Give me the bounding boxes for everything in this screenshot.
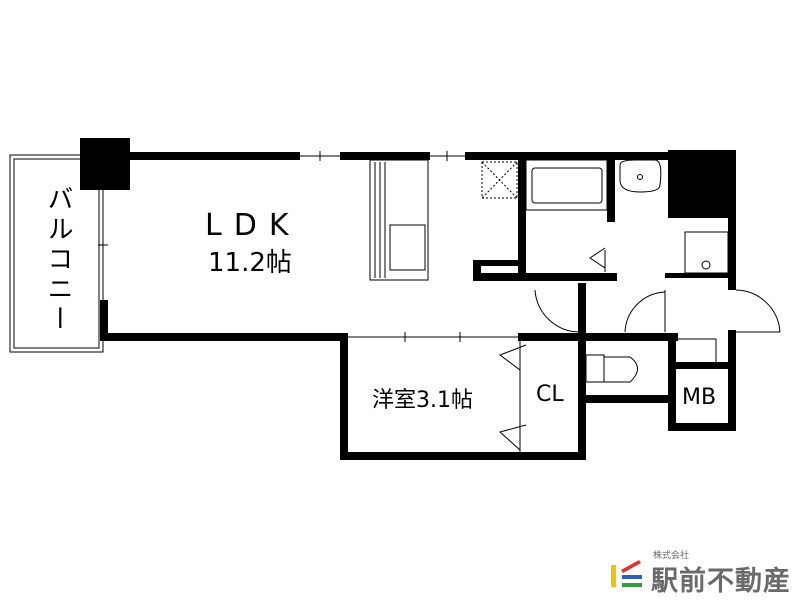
company-name: 駅前不動産 [651, 566, 791, 597]
wall-right-2 [728, 330, 736, 430]
wall-bath-bottom [473, 273, 617, 281]
company-type: 株式会社 [653, 551, 690, 561]
walls [80, 138, 736, 460]
meter-box-label: MB [682, 385, 717, 410]
door-swing [624, 291, 666, 333]
wall-cl-right [578, 283, 586, 460]
kitchen-sink [389, 224, 426, 271]
washbasin [619, 159, 662, 193]
wall-top-3 [465, 152, 670, 160]
column-top-right [668, 150, 736, 218]
closet-label: CL [536, 382, 564, 407]
entrance-door-swing [735, 289, 781, 333]
company-logo: 株式会社 駅前不動産 [605, 548, 795, 597]
bathtub [525, 159, 608, 211]
wall-toilet-bottom [586, 395, 670, 403]
wall-ldk-bottom [100, 333, 348, 341]
wall-mb-left [668, 333, 676, 430]
column-top-left [80, 138, 130, 190]
logo-mark-icon [611, 560, 642, 587]
wall-western-bottom [340, 452, 586, 460]
wall-top-1 [105, 152, 300, 160]
wall-top-2 [340, 152, 430, 160]
washer-box [684, 231, 729, 274]
wall-western-left [340, 333, 348, 460]
ldk-label: LDK [205, 208, 301, 243]
wall-bath-left [518, 155, 526, 280]
balcony-label: バルコニー [43, 185, 73, 335]
wall-mb-top [668, 362, 736, 369]
wall-bath-right [607, 155, 615, 222]
wall-left [100, 300, 108, 341]
fixtures [9, 151, 781, 452]
western-room-label: 洋室3.1帖 [372, 388, 473, 413]
door-swing [534, 289, 581, 333]
wall-cl-top [518, 333, 678, 341]
ldk-size: 11.2帖 [208, 248, 292, 278]
toilet-tank [585, 354, 605, 383]
washing-machine-space [481, 161, 518, 199]
wall-right-1 [728, 150, 736, 290]
wall-mb-bottom [668, 423, 736, 431]
kitchen-counter [369, 159, 429, 281]
toilet-bowl [604, 356, 638, 383]
